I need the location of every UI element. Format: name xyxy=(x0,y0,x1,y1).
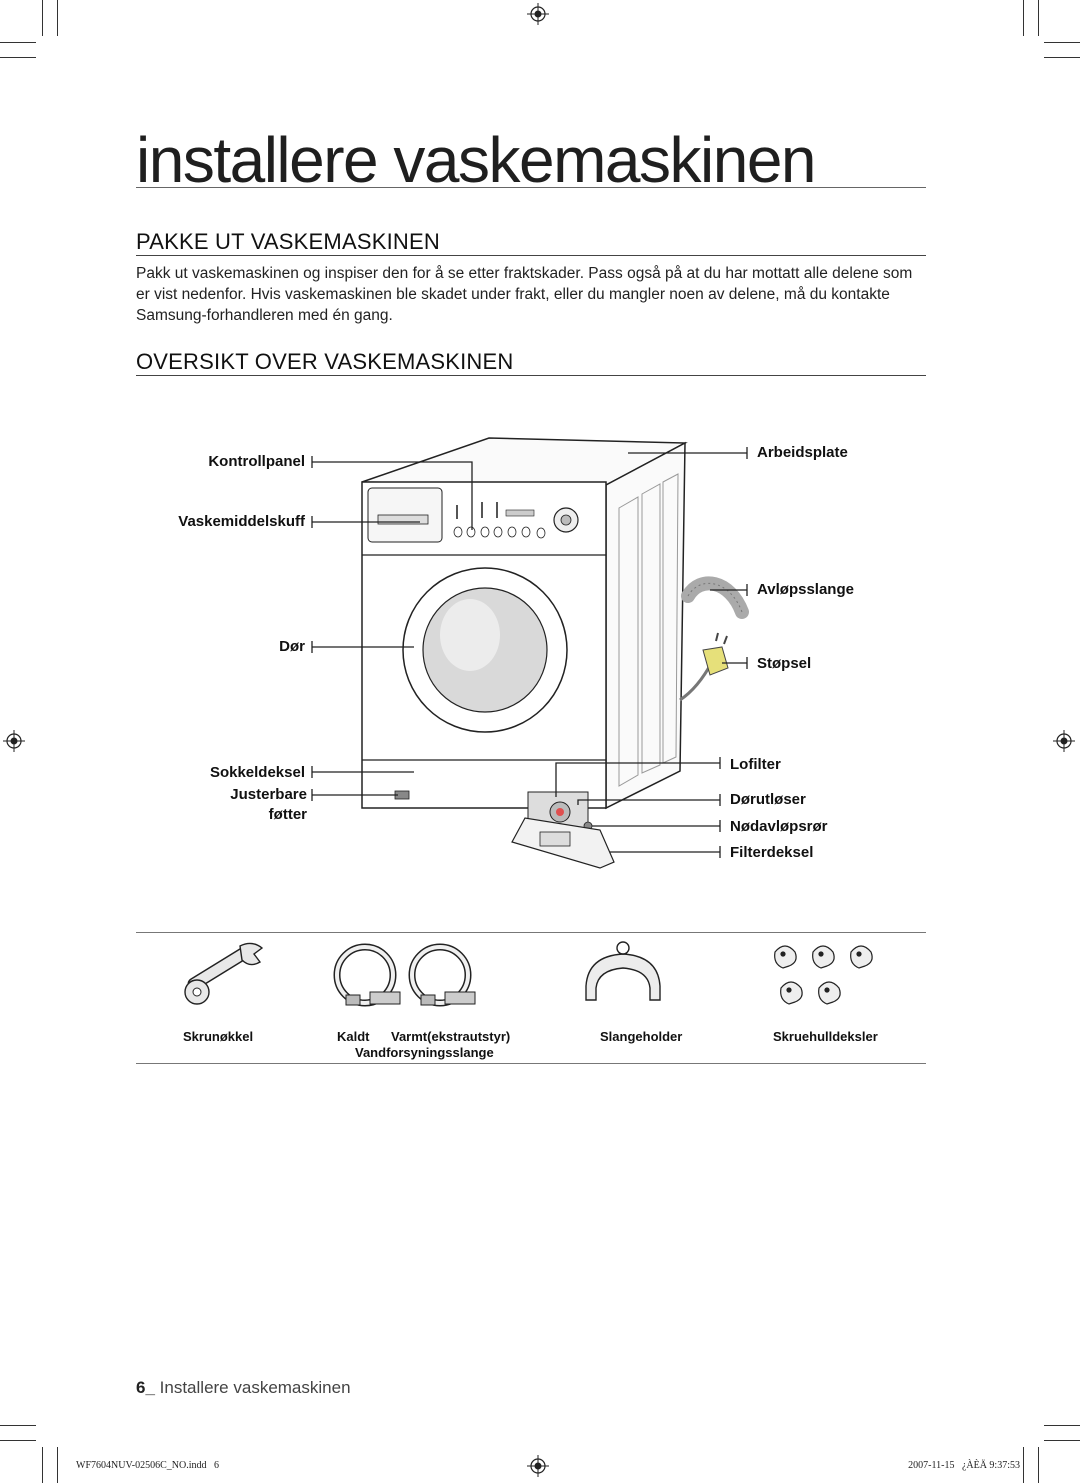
label-drain-hose: Avløpsslange xyxy=(757,581,854,598)
accessory-label-hose-holder: Slangeholder xyxy=(600,1029,683,1044)
label-door-release: Dørutløser xyxy=(730,791,806,808)
section-rule xyxy=(136,255,926,256)
page-footer: 6_ Installere vaskemaskinen xyxy=(136,1378,351,1398)
crop-mark xyxy=(1044,1440,1080,1441)
callout-lines xyxy=(311,447,748,858)
water-hose-cold-icon xyxy=(333,943,401,1007)
page-number: 6_ xyxy=(136,1378,155,1397)
registration-mark-icon xyxy=(1053,730,1075,752)
accessory-label-hot: Varmt(ekstrautstyr) xyxy=(391,1029,511,1044)
section-heading-unpacking: PAKKE UT VASKEMASKINEN xyxy=(136,229,440,254)
accessories-bottom-rule xyxy=(136,1063,926,1064)
page-title: installere vaskemaskinen xyxy=(136,124,817,196)
section-heading-overview: OVERSIKT OVER VASKEMASKINEN xyxy=(136,349,514,374)
bolt-caps-icon xyxy=(774,945,873,1005)
registration-mark-icon xyxy=(527,3,549,25)
label-plinth-cover: Sokkeldeksel xyxy=(209,764,305,781)
crop-mark xyxy=(42,1447,43,1483)
accessory-label-bolt-caps: Skruehulldeksler xyxy=(773,1029,878,1044)
crop-mark xyxy=(1044,57,1080,58)
section-rule xyxy=(136,375,926,376)
crop-mark xyxy=(57,0,58,36)
label-door: Dør xyxy=(279,638,305,655)
label-filter-cover: Filterdeksel xyxy=(730,844,814,861)
label-plug: Støpsel xyxy=(757,655,812,672)
registration-mark-icon xyxy=(527,1455,549,1477)
registration-mark-icon xyxy=(3,730,25,752)
page-footer-label: Installere vaskemaskinen xyxy=(159,1378,351,1397)
label-lint-filter: Lofilter xyxy=(730,756,781,773)
crop-mark xyxy=(0,1425,36,1426)
accessory-label-water-hose: Vandforsyningsslange xyxy=(355,1045,494,1060)
slug-file: WF7604NUV-02506C_NO.indd 6 xyxy=(76,1460,219,1471)
crop-mark xyxy=(1044,1425,1080,1426)
title-rule xyxy=(136,187,926,188)
crop-mark xyxy=(1023,0,1024,36)
crop-mark xyxy=(1038,0,1039,36)
label-adjustable-feet: Justerbare xyxy=(230,786,307,803)
crop-mark xyxy=(57,1447,58,1483)
crop-mark xyxy=(0,42,36,43)
crop-mark xyxy=(0,1440,36,1441)
accessory-label-cold: Kaldt xyxy=(337,1029,370,1044)
unpacking-paragraph: Pakk ut vaskemaskinen og inspiser den fo… xyxy=(136,265,913,324)
crop-mark xyxy=(1044,42,1080,43)
washing-machine-illustration xyxy=(361,437,749,869)
label-worktop: Arbeidsplate xyxy=(757,444,848,461)
label-emergency-drain: Nødavløpsrør xyxy=(730,818,828,835)
slug-date: 2007-11-15 ¿ÀÈÄ 9:37:53 xyxy=(908,1460,1020,1471)
crop-mark xyxy=(0,57,36,58)
label-adjustable-feet-2: føtter xyxy=(268,806,307,823)
water-hose-hot-icon xyxy=(408,943,476,1007)
label-control-panel: Kontrollpanel xyxy=(208,453,305,470)
accessory-label-spanner: Skrunøkkel xyxy=(183,1029,254,1044)
hose-holder-icon xyxy=(585,941,661,1001)
crop-mark xyxy=(1038,1447,1039,1483)
spanner-icon xyxy=(184,942,264,1005)
accessories-top-rule xyxy=(136,932,926,933)
label-detergent-drawer: Vaskemiddelskuff xyxy=(178,513,305,530)
crop-mark xyxy=(42,0,43,36)
crop-mark xyxy=(1023,1447,1024,1483)
